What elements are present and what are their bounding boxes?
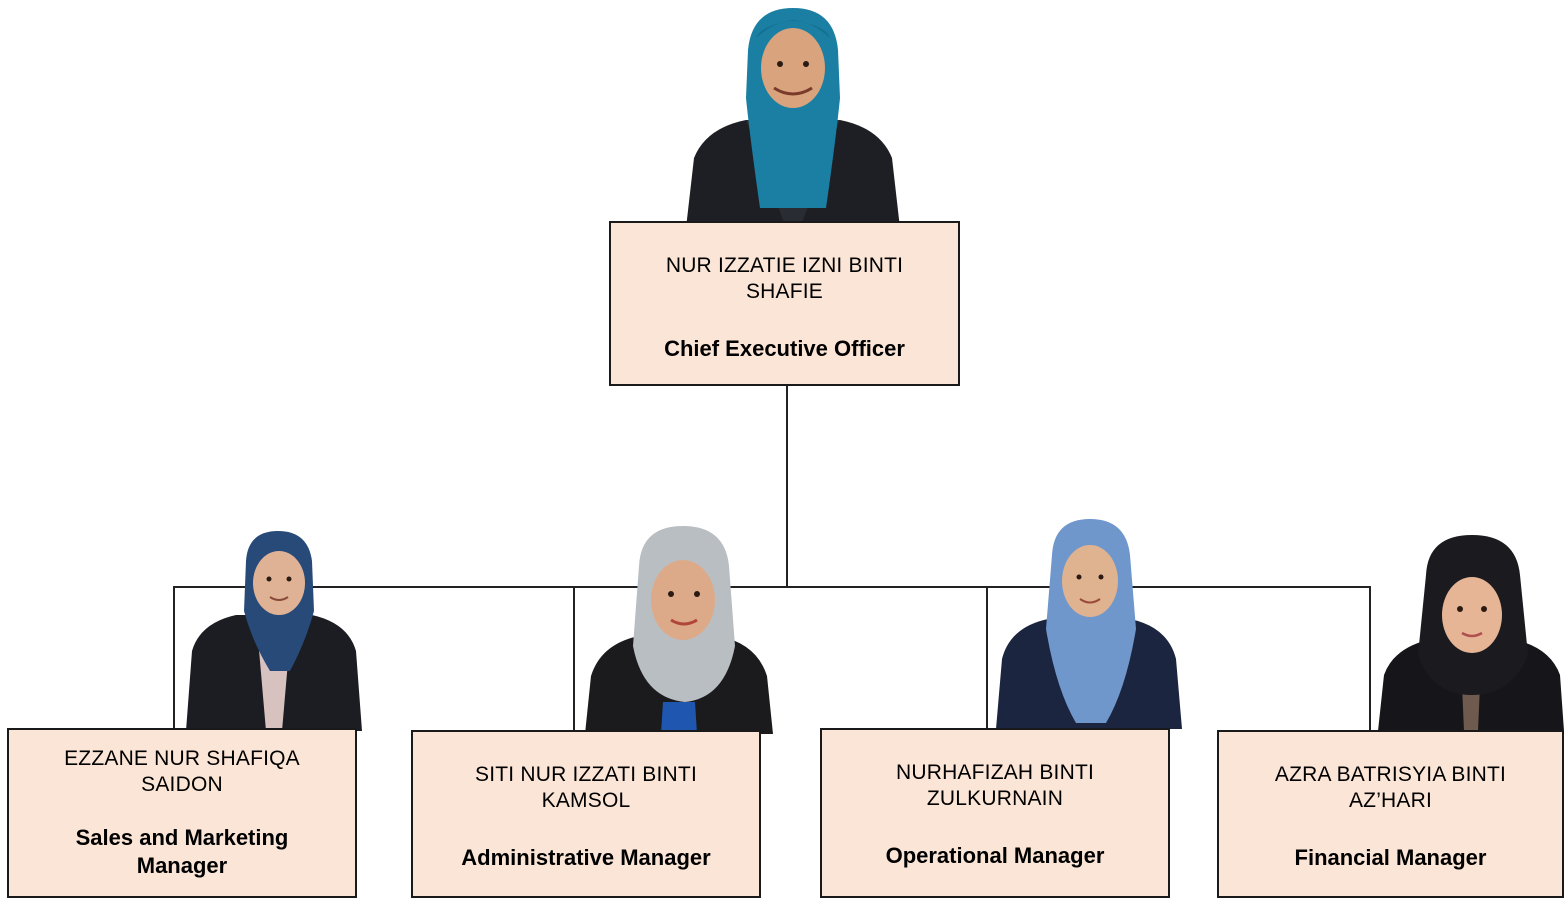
manager-name-3: NURHAFIZAH BINTI ZULKURNAIN [895,761,1095,810]
ceo-name: NUR IZZATIE IZNI BINTI SHAFIE [665,254,904,303]
manager-photo-1 [186,531,362,731]
ceo-box: NUR IZZATIE IZNI BINTI SHAFIE Chief Exec… [609,221,960,386]
ceo-photo [686,8,900,228]
manager-role-2: Administrative Manager [461,845,711,870]
manager-connector-1 [173,586,175,728]
manager-box-1: EZZANE NUR SHAFIQA SAIDON Sales and Mark… [7,728,357,898]
branch-connector [173,586,1370,588]
manager-role-3: Operational Manager [885,843,1105,868]
manager-role-1: Sales and Marketing Manager [75,825,289,878]
manager-connector-3 [986,586,988,728]
manager-box-2: SITI NUR IZZATI BINTI KAMSOL Administrat… [411,730,761,898]
ceo-role: Chief Executive Officer [664,336,905,361]
manager-box-4: AZRA BATRISYIA BINTI AZ’HARI Financial M… [1217,730,1564,898]
manager-photo-4 [1378,535,1564,731]
ceo-connector [786,385,788,587]
manager-box-3: NURHAFIZAH BINTI ZULKURNAIN Operational … [820,728,1170,898]
manager-role-4: Financial Manager [1294,845,1487,870]
manager-photo-3 [996,519,1182,729]
manager-name-4: AZRA BATRISYIA BINTI AZ’HARI [1274,763,1507,812]
manager-connector-4 [1369,586,1371,730]
manager-name-1: EZZANE NUR SHAFIQA SAIDON [64,747,300,796]
manager-connector-2 [573,586,575,730]
manager-photo-2 [585,526,773,734]
manager-name-2: SITI NUR IZZATI BINTI KAMSOL [475,763,697,812]
